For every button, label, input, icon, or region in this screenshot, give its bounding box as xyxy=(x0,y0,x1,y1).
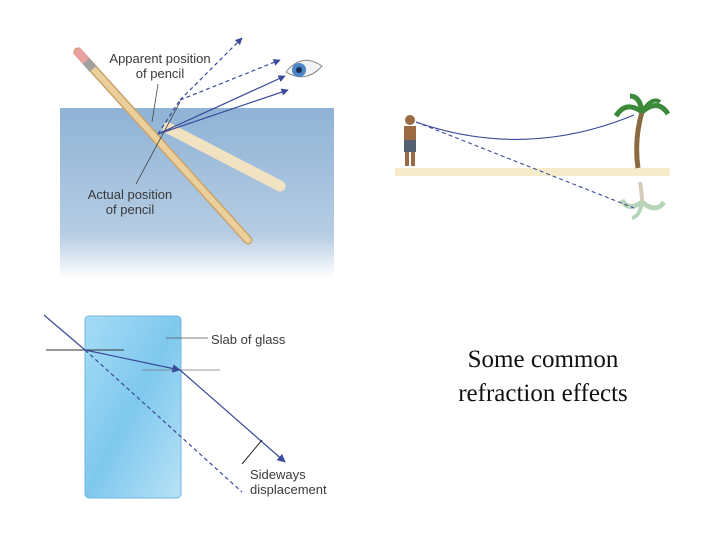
light-rays xyxy=(415,114,635,209)
glass-slab-diagram xyxy=(43,314,286,499)
pencil xyxy=(72,46,253,245)
slide-caption: Some common refraction effects xyxy=(430,343,656,411)
caption-line-1: Some common xyxy=(467,346,619,373)
caption-line-2: refraction effects xyxy=(458,380,628,407)
light-rays xyxy=(43,314,286,493)
displacement-arrow xyxy=(241,439,263,465)
water-area xyxy=(60,108,334,278)
slab-of-glass-label: Slab of glass xyxy=(211,332,286,347)
pencil-refraction-diagram xyxy=(60,37,334,278)
sideways-displacement-label: Sideways displacement xyxy=(250,467,327,497)
mirage-diagram xyxy=(395,93,671,220)
glass-slab xyxy=(84,315,182,499)
mirage-image-icon xyxy=(619,181,667,220)
apparent-position-label: Apparent position of pencil xyxy=(109,51,211,81)
eye-icon xyxy=(285,59,323,78)
palm-tree-icon xyxy=(613,93,671,169)
light-rays xyxy=(157,37,289,135)
apparent-pencil xyxy=(162,122,286,192)
person-icon xyxy=(404,115,416,166)
sand xyxy=(395,168,670,176)
actual-position-label: Actual position of pencil xyxy=(87,187,173,217)
